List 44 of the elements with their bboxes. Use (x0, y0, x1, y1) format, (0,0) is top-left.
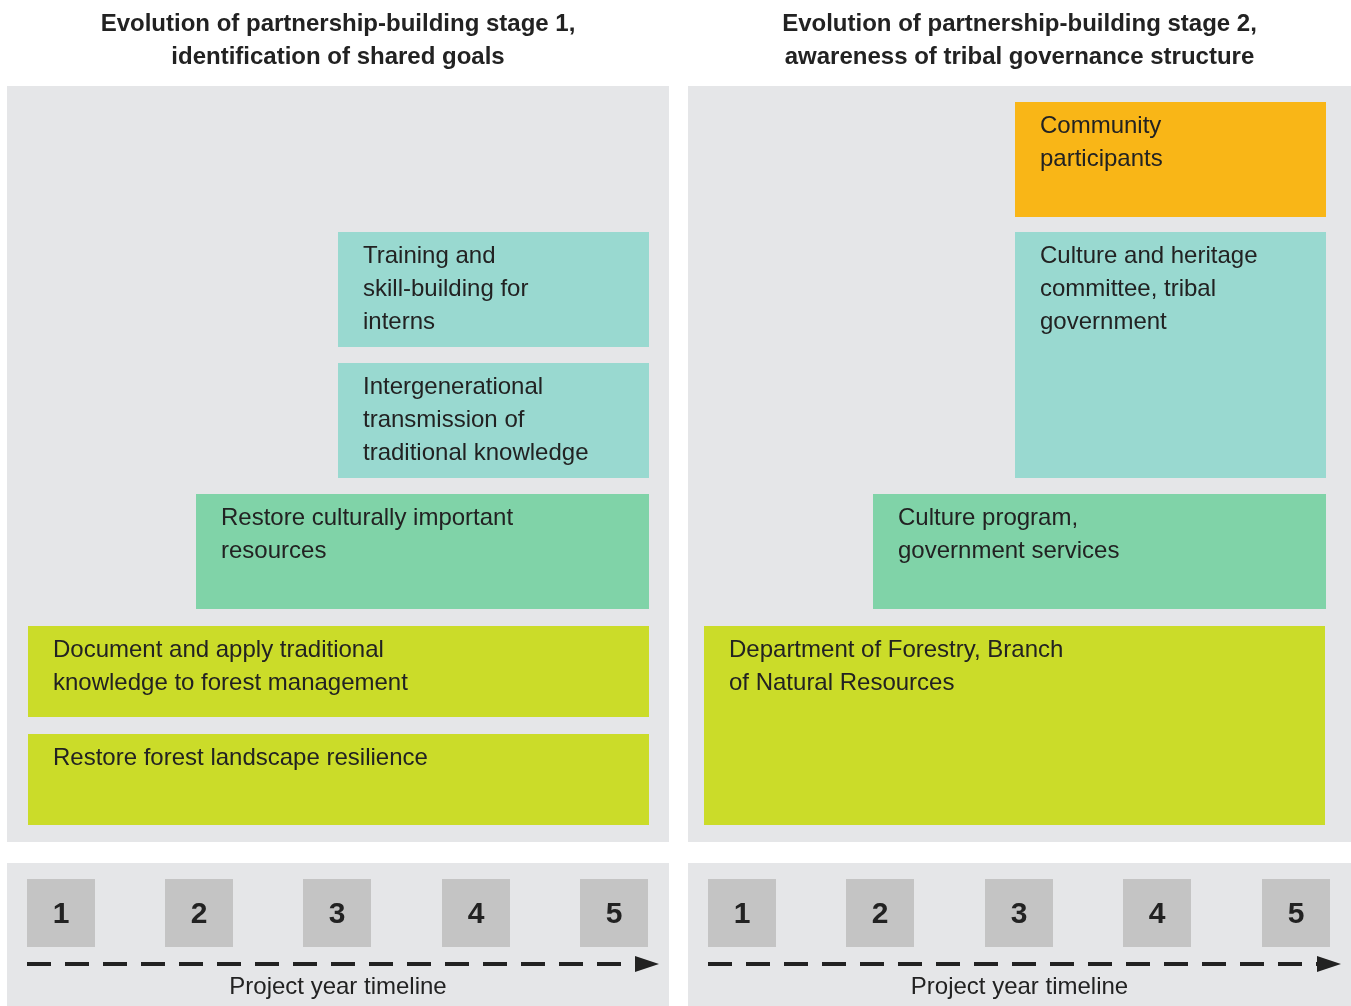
year-box (442, 879, 510, 947)
timeline-label: Project year timeline (909, 972, 1130, 1000)
category-box (704, 626, 1325, 825)
timeline-label: Project year timeline (228, 972, 448, 1000)
category-box (1015, 102, 1326, 217)
box-label: Training and skill-building for interns (362, 240, 530, 336)
box-label: Community participants (1039, 110, 1164, 173)
box-label: Restore forest landscape resilience (52, 742, 429, 772)
year-number: 3 (1010, 896, 1028, 930)
year-number: 2 (190, 896, 208, 930)
category-box (1015, 232, 1326, 478)
panel-heading: Evolution of partnership-building stage 2, awareness of tribal governance structure (781, 8, 1258, 71)
year-number: 1 (733, 896, 751, 930)
year-number: 5 (1287, 896, 1305, 930)
year-number: 2 (871, 896, 889, 930)
year-box (708, 879, 776, 947)
box-label: Document and apply traditional knowledge to forest management (52, 634, 409, 697)
panel-heading: Evolution of partnership-building stage 1, identification of shared goals (99, 8, 577, 71)
box-label: Culture program, government services (897, 502, 1121, 565)
year-number: 3 (328, 896, 346, 930)
year-box (985, 879, 1053, 947)
box-label: Culture and heritage committee, tribal government (1039, 240, 1259, 336)
year-box (303, 879, 371, 947)
category-box (28, 626, 649, 717)
category-box (196, 494, 649, 609)
year-number: 5 (605, 896, 623, 930)
year-box (27, 879, 95, 947)
year-box (1262, 879, 1330, 947)
category-box (338, 363, 649, 478)
box-label: Restore culturally important resources (220, 502, 515, 565)
timeline-panel (7, 863, 669, 1006)
year-box (1123, 879, 1191, 947)
year-box (580, 879, 648, 947)
year-number: 1 (52, 896, 70, 930)
year-box (165, 879, 233, 947)
year-number: 4 (1148, 896, 1166, 930)
box-label: Intergenerational transmission of traditional knowledge (362, 371, 590, 467)
box-label: Department of Forestry, Branch of Natural Resources (728, 634, 1065, 697)
timeline-panel (688, 863, 1351, 1006)
category-box (28, 734, 649, 825)
year-box (846, 879, 914, 947)
category-box (338, 232, 649, 347)
category-box (873, 494, 1326, 609)
year-number: 4 (467, 896, 485, 930)
